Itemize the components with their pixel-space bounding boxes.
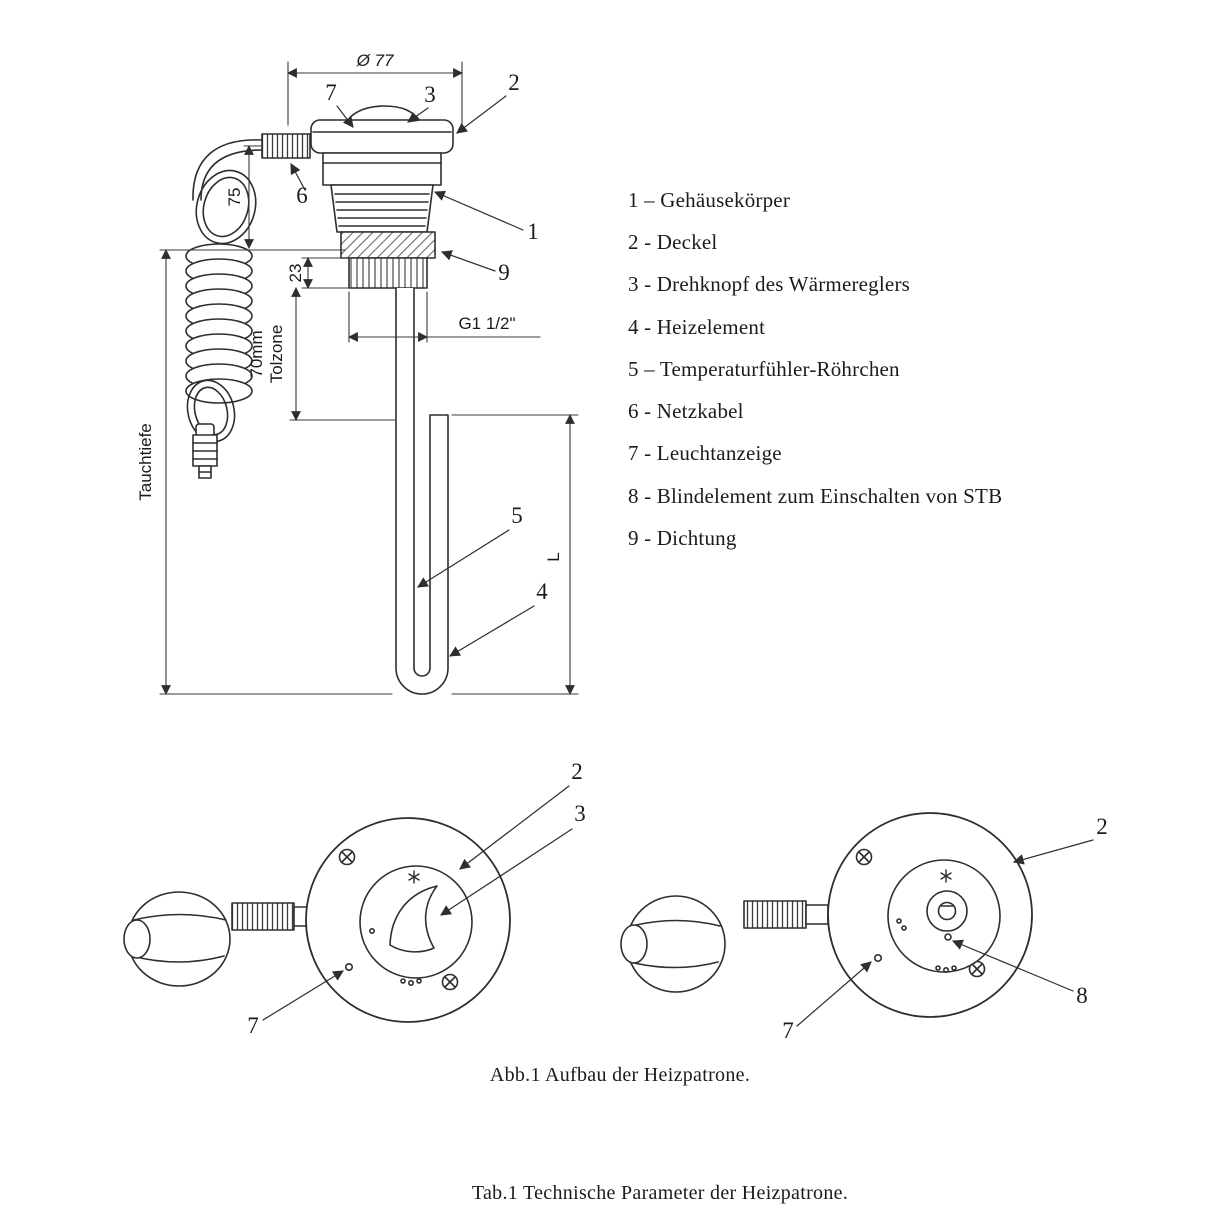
cable-coil [185, 243, 253, 404]
callout-3: 3 [424, 82, 436, 107]
knob-pointer [389, 885, 438, 953]
dimensions [159, 61, 579, 695]
hex-nut [340, 231, 436, 259]
housing-head [310, 105, 454, 289]
dim-thread-length [301, 257, 350, 289]
leader-1 [434, 190, 524, 231]
leader-7 [262, 970, 344, 1021]
leader-5 [417, 529, 510, 588]
callout-8: 8 [1076, 983, 1088, 1008]
leader-7 [336, 105, 354, 128]
legend-item-8: 8 - Blindelement zum Einschalten von STB [628, 483, 1003, 508]
thread-section [348, 257, 428, 289]
blind-element-pin [944, 933, 952, 941]
callout-9: 9 [498, 260, 510, 285]
dim-label-thread-length: 23 [286, 264, 305, 283]
dim-label-immersion: Tauchtiefe [136, 423, 155, 501]
legend-item-2: 2 - Deckel [628, 229, 718, 254]
dim-element-length [451, 414, 579, 695]
leader-7 [796, 961, 872, 1027]
setting-mark [407, 979, 414, 986]
table-caption: Tab.1 Technische Parameter der Heizpatro… [471, 1182, 849, 1204]
callout-5: 5 [511, 503, 523, 528]
dim-label-thread-size: G1 1/2" [458, 314, 515, 333]
callout-1: 1 [527, 219, 539, 244]
bottom-view-without-knob: 2 8 7 [620, 812, 1108, 1043]
callout-leaders [796, 839, 1094, 1027]
molded-plug [123, 891, 231, 987]
leader-9 [440, 250, 496, 272]
callout-7: 7 [247, 1013, 259, 1038]
indicator-light [344, 962, 353, 971]
legend-item-6: 6 - Netzkabel [628, 399, 744, 424]
leader-2 [459, 785, 570, 870]
screw-icon [441, 973, 459, 991]
callout-leaders [262, 785, 573, 1021]
spindle [937, 901, 957, 921]
dim-tolzone [289, 287, 397, 421]
leader-4 [449, 605, 535, 657]
setting-mark [942, 966, 949, 973]
housing-ribs [330, 184, 434, 233]
setting-mark [896, 918, 902, 924]
cover-cap [310, 119, 454, 154]
setting-mark [400, 978, 406, 984]
dim-diameter [287, 61, 463, 126]
strain-relief [743, 900, 807, 929]
callout-leaders [290, 95, 535, 657]
leader-2 [1012, 839, 1094, 865]
callout-2: 2 [508, 70, 520, 95]
cable-plug [192, 423, 218, 479]
power-cable [185, 133, 311, 479]
legend-item-7: 7 - Leuchtanzeige [628, 441, 782, 466]
main-assembly-view: Ø 77 75 Tauchtiefe 23 70mm Tolzone G1 1/… [136, 51, 579, 695]
leader-8 [952, 939, 1074, 992]
screw-icon [338, 848, 356, 866]
callout-4: 4 [536, 579, 548, 604]
strain-relief [261, 133, 311, 159]
legend-item-1: 1 – Gehäusekörper [628, 187, 791, 212]
legend-item-3: 3 - Drehknopf des Wärmereglers [628, 272, 911, 297]
setting-mark [368, 927, 375, 934]
leader-6 [290, 163, 306, 191]
dim-thread-size [348, 291, 541, 343]
setting-mark [935, 965, 941, 971]
housing-body [322, 152, 442, 186]
callout-2: 2 [571, 759, 583, 784]
legend-item-9: 9 - Dichtung [628, 526, 737, 551]
callout-3: 3 [574, 801, 586, 826]
strain-relief [231, 902, 295, 931]
heating-element-tube [395, 287, 449, 695]
molded-plug [620, 895, 726, 993]
leader-3 [407, 107, 429, 123]
dim-label-diameter: Ø 77 [356, 51, 394, 70]
legend-item-4: 4 - Heizelement [628, 314, 766, 339]
callout-7: 7 [325, 80, 337, 105]
legend-list: 1 – Gehäusekörper 2 - Deckel 3 - Drehkno… [628, 179, 1088, 560]
figure-caption: Abb.1 Aufbau der Heizpatrone. [489, 1064, 751, 1086]
dim-cable-offset [243, 145, 263, 249]
setting-flake-icon [940, 869, 952, 883]
indicator-light [873, 953, 882, 962]
legend-item-5: 5 – Temperaturfühler-Röhrchen [628, 356, 900, 381]
setting-mark [901, 925, 907, 931]
setting-flake-icon [408, 870, 420, 884]
dim-immersion-depth [159, 249, 393, 695]
leader-2 [456, 95, 507, 134]
dim-label-element-length: L [544, 552, 563, 561]
bottom-view-with-knob: 2 3 7 [123, 759, 586, 1038]
dim-label-tolzone-value: 70mm [247, 330, 266, 377]
callout-6: 6 [296, 183, 308, 208]
screw-icon [855, 848, 873, 866]
callout-7: 7 [782, 1018, 794, 1043]
leader-3 [440, 828, 573, 916]
setting-mark [416, 978, 422, 984]
dim-label-tolzone: Tolzone [267, 325, 286, 384]
callout-2: 2 [1096, 814, 1108, 839]
setting-mark [951, 965, 957, 971]
dim-label-cable-offset: 75 [225, 188, 244, 207]
cable-gland [805, 904, 829, 925]
